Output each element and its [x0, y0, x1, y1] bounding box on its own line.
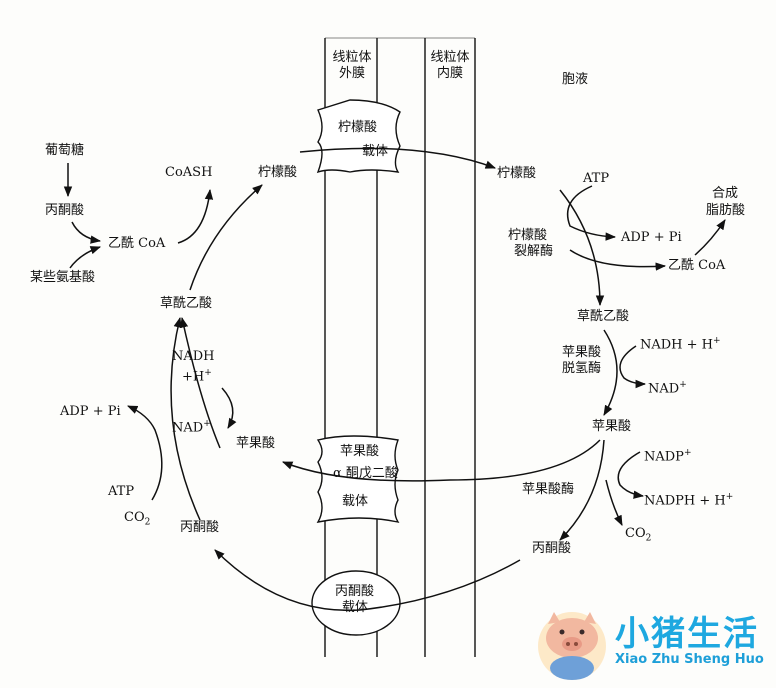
oxaloacetate-cyto-label: 草酰乙酸 [577, 309, 630, 324]
nadph-label: NADPH + H+ [644, 492, 734, 509]
citrate-lyase-label: 柠檬酸 [508, 228, 548, 243]
malate-mito-label: 苹果酸 [236, 436, 276, 451]
citrate-cyto-label: 柠檬酸 [497, 166, 537, 181]
citrate-carrier-shape [316, 99, 401, 174]
acetylcoa-cyto-label: 乙酰 CoA [668, 258, 726, 273]
nadp-label: NADP+ [644, 448, 692, 465]
arrow-atp-to-adp-cyto [566, 185, 617, 241]
arrow-oxaloacetate-to-malate [603, 329, 618, 416]
brand-watermark: 小猪生活 Xiao Zhu Sheng Huo [534, 602, 774, 684]
citrate-mito-label: 柠檬酸 [258, 165, 298, 180]
arrow-malate-transport [282, 439, 601, 482]
pyruvate-mito-label: 丙酮酸 [180, 520, 220, 535]
mdh-label: 苹果酸 [562, 345, 602, 360]
nadh-cyto-label: NADH + H+ [640, 336, 721, 353]
arrow-pyruvate-to-acetylcoa [71, 221, 102, 244]
arrow-pyruvate-transport [214, 549, 521, 612]
arrow-citrate-to-oxaloacetate [559, 189, 605, 307]
arrow-atp-to-adp [127, 405, 163, 501]
arrow-oxaloacetate-to-citrate [189, 184, 263, 291]
pyruvate-cyto-label: 丙酮酸 [532, 541, 572, 556]
nad-mito-label: NAD+ [172, 419, 211, 436]
oxaloacetate-mito-label: 草酰乙酸 [160, 296, 213, 311]
arrow-nadh-to-nad-cyto [619, 345, 647, 389]
amino-acids-label: 某些氨基酸 [30, 270, 96, 285]
nad-cyto-label: NAD+ [648, 380, 687, 397]
malate-cyto-label: 苹果酸 [592, 419, 632, 434]
arrow-aminoacids-to-acetylcoa [69, 246, 101, 269]
arrow-to-co2-cyto [605, 479, 623, 526]
fatty-acid-label: 合成 [712, 186, 739, 201]
cytosol-label: 胞液 [562, 72, 589, 87]
arrow-acetylcoa-to-fattyacid [694, 219, 726, 256]
h-plus-mito-label: +H+ [182, 368, 212, 385]
arrow-nadp-to-nadph [617, 451, 645, 499]
co2-mito-label: CO2 [124, 510, 151, 528]
arrow-pyruvate-to-oxaloacetate [170, 316, 201, 521]
citrate-carrier-label: 柠檬酸 [338, 120, 378, 135]
pyruvate-carrier-label-2: 载体 [342, 600, 369, 615]
adp-pi-mito-label: ADP + Pi [60, 404, 121, 419]
akg-carrier-label: α 酮戊二酸 [333, 466, 398, 481]
citrate-lyase-label-2: 裂解酶 [514, 244, 554, 259]
acetylcoa-mito-label: 乙酰 CoA [108, 236, 166, 251]
coash-label: CoASH [165, 165, 213, 180]
inner-membrane [424, 38, 476, 657]
malate-carrier-label-2: 载体 [342, 494, 369, 509]
atp-cyto-label: ATP [583, 171, 610, 186]
arrow-citrate-transport [299, 147, 496, 169]
malic-enzyme-label: 苹果酸酶 [522, 482, 575, 497]
citrate-carrier-label-2: 载体 [362, 144, 389, 159]
arrow-lyase-to-acetylcoa [569, 249, 667, 271]
nadh-mito-label: NADH [172, 349, 215, 364]
arrow-malate-to-pyruvate [559, 439, 605, 541]
malate-carrier-label: 苹果酸 [340, 444, 380, 459]
fatty-acid-label-2: 脂肪酸 [706, 203, 746, 218]
pig-mascot-icon [538, 612, 606, 680]
arrow-nadh-reaction [221, 387, 237, 429]
brand-subtitle: Xiao Zhu Sheng Huo [615, 652, 764, 667]
brand-title: 小猪生活 [615, 614, 759, 654]
adp-pi-cyto-label: ADP + Pi [621, 230, 682, 245]
pyruvate-carrier-label: 丙酮酸 [335, 584, 375, 599]
glucose-label: 葡萄糖 [45, 143, 85, 158]
arrow-malate-to-oxaloacetate [179, 316, 221, 449]
pyruvate-top-label: 丙酮酸 [45, 203, 85, 218]
mdh-label-2: 脱氢酶 [562, 361, 602, 376]
inner-membrane-label: 线粒体内膜 [430, 50, 470, 81]
outer-membrane-label: 线粒体外膜 [332, 50, 372, 81]
co2-cyto-label: CO2 [625, 526, 652, 544]
arrow-acetylcoa-to-coash [177, 188, 214, 244]
atp-mito-label: ATP [108, 484, 135, 499]
pyruvate-carrier-shape [311, 570, 401, 636]
